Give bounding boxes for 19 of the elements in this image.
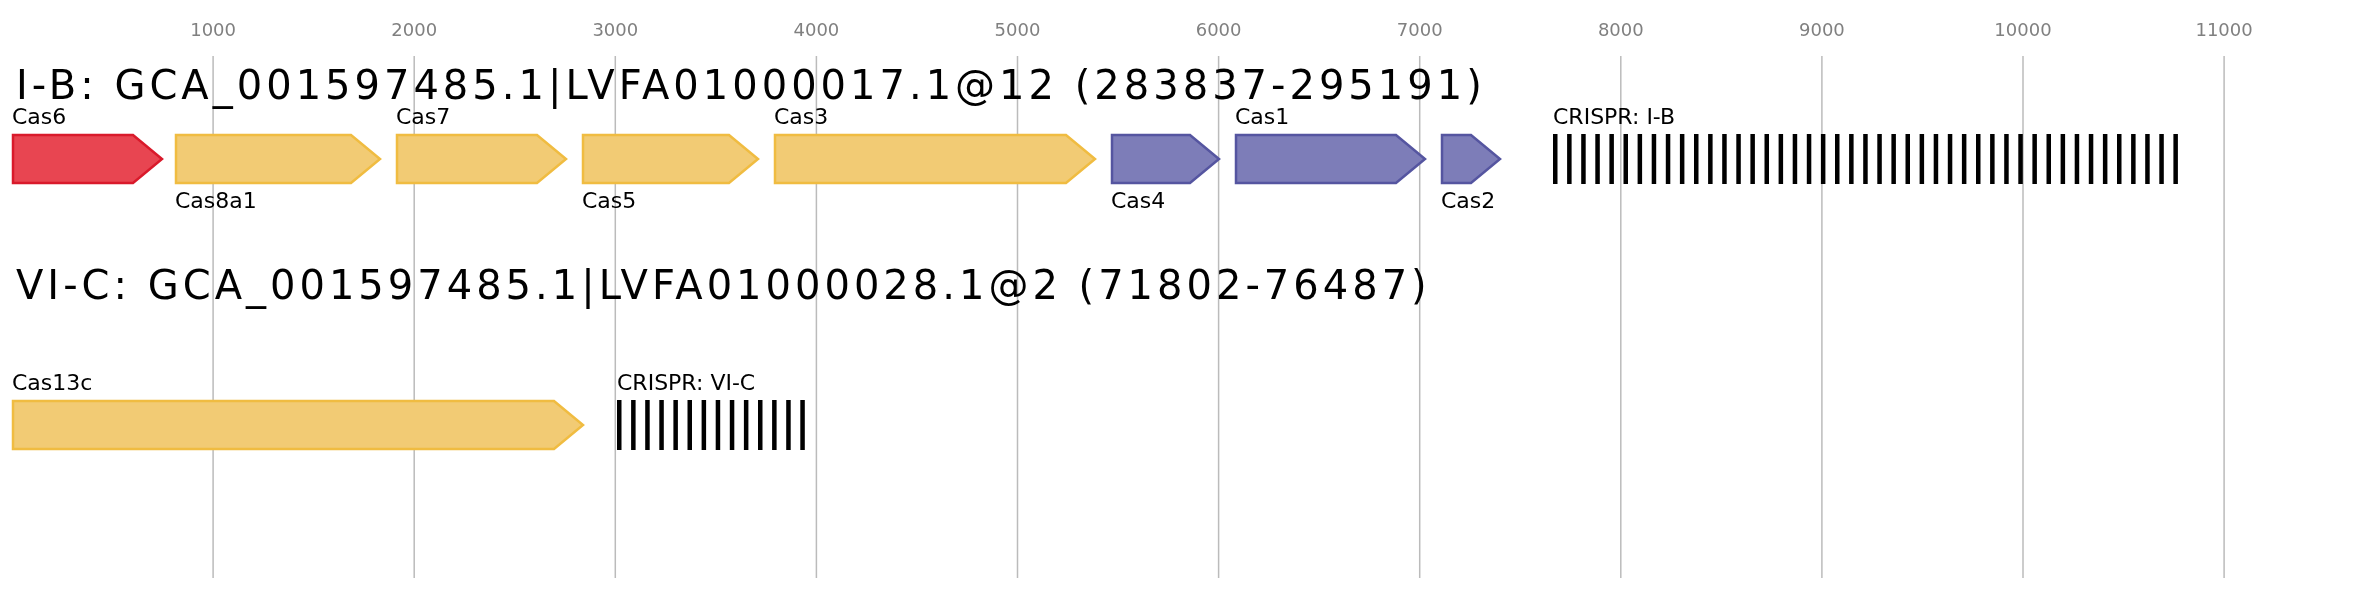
crispr-label: CRISPR: VI-C: [617, 370, 756, 396]
axis-tick-label: 7000: [1396, 19, 1443, 41]
axis-tick-label: 4000: [793, 19, 840, 41]
gene-label: Cas4: [1111, 188, 1166, 214]
gene-label: Cas2: [1441, 188, 1496, 214]
axis-tick-label: 8000: [1597, 19, 1644, 41]
axis-tick-label: 3000: [592, 19, 639, 41]
gene-label: Cas8a1: [175, 188, 257, 214]
gene-label: Cas5: [582, 188, 637, 214]
axis-tick-label: 9000: [1799, 19, 1845, 41]
locus-title: VI-C: GCA_001597485.1|LVFA01000028.1@2 (71802-76487): [16, 262, 1431, 308]
axis-tick-label: 10000: [1994, 19, 2052, 41]
axis-tick-label: 5000: [994, 19, 1041, 41]
axis-tick-label: 2000: [391, 19, 438, 41]
gene-label: Cas13c: [12, 370, 93, 396]
crispr-label: CRISPR: I-B: [1553, 104, 1676, 130]
axis-tick-label: 1000: [190, 19, 236, 41]
axis-tick-label: 11000: [2195, 19, 2253, 41]
axis-tick-label: 6000: [1195, 19, 1242, 41]
